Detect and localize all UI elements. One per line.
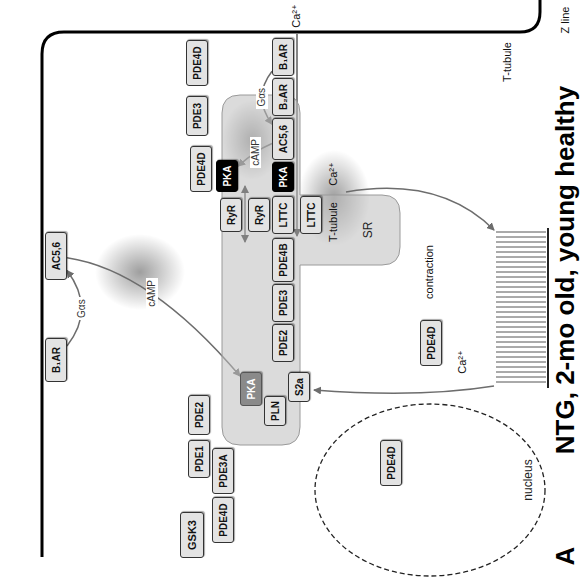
box-label: PDE3 [192, 103, 203, 129]
kinase-box: PKA [272, 162, 294, 192]
box-label: S2a [294, 378, 305, 396]
receptor-box: B₁AR [45, 338, 67, 382]
channel-box: LTTC [272, 196, 294, 234]
pde-box: PDE4D [212, 497, 234, 543]
pde-box: PDE2 [272, 324, 294, 362]
ion-label: Ca²⁺ [456, 350, 469, 374]
box-label: PDE4D [192, 46, 203, 79]
calcium-reuptake-arrow [314, 386, 494, 393]
box-label: PKA [222, 165, 233, 186]
edge-label: cAMP [146, 278, 158, 309]
signal-arrow [67, 258, 240, 376]
box-label: B₂AR [278, 84, 289, 110]
box-label: AC5,6 [51, 242, 62, 270]
pde-box: PDE4D [186, 40, 208, 86]
receptor-box: B₂AR [272, 78, 294, 116]
edge-label: Gαs [256, 86, 268, 109]
box-label: B₁AR [278, 44, 289, 70]
box-label: AC5,6 [278, 125, 289, 153]
box-label: PDE3A [218, 454, 229, 487]
structure-label: Z line [559, 7, 572, 34]
z-line [547, 228, 549, 388]
box-label: B₁AR [51, 347, 62, 373]
box-label: PLN [270, 401, 281, 421]
kinase-box: PKA [216, 160, 238, 192]
box-label: PDE4D [218, 503, 229, 536]
box-label: PDE1 [194, 446, 205, 472]
myofilament-lines [496, 232, 546, 382]
box-label: PDE4D [196, 152, 207, 185]
nucleus-outline [315, 404, 545, 576]
box-label: PDE3 [278, 290, 289, 316]
pump-box: S2a [288, 372, 310, 402]
panel-letter: A [550, 547, 581, 566]
box-label: PDE4D [386, 446, 397, 479]
sr-label: SR [361, 222, 375, 239]
box-label: PDE4B [278, 243, 289, 276]
box-label: LTTC [278, 203, 289, 228]
channel-box: RyR [248, 198, 270, 232]
box-label: PKA [246, 378, 257, 399]
channel-box: RyR [220, 198, 242, 232]
nucleus-shape: nucleus PDE4D [315, 404, 545, 576]
box-label: LTTC [306, 203, 317, 228]
pde-box: PDE3 [272, 284, 294, 322]
kinase-box: PKA [240, 372, 262, 406]
edge-label: Gαs [76, 297, 88, 320]
nuclear-envelope [315, 404, 545, 576]
process-label: contraction [423, 245, 436, 299]
region-label: T-tubule [327, 202, 340, 242]
sarcolemma-line [42, 0, 540, 557]
region-label: T-tubule [501, 42, 514, 82]
protein-box: PLN [264, 396, 286, 426]
box-label: GSK3 [186, 520, 198, 550]
pde-box: PDE3 [186, 96, 208, 136]
enzyme-box: AC5,6 [272, 118, 294, 160]
pde-box: PDE1 [188, 440, 210, 478]
ion-label: Ca²⁺ [327, 162, 340, 186]
kinase-box: GSK3 [180, 512, 204, 558]
box-label: PDE2 [194, 402, 205, 428]
panel-title: NTG, 2-mo old, young healthy [550, 86, 581, 454]
box-label: PKA [278, 166, 289, 187]
pde-box: PDE2 [188, 395, 210, 435]
sr-membrane [222, 95, 400, 445]
box-label: RyR [254, 205, 265, 225]
pde-box: PDE4B [272, 238, 294, 282]
box-label: RyR [226, 205, 237, 225]
camp-cloud [95, 234, 185, 310]
channel-box: LTTC [300, 196, 322, 234]
edge-label: cAMP [250, 137, 262, 168]
pde-box: PDE4D [380, 440, 402, 486]
pde-box: PDE3A [212, 448, 234, 494]
pde-box: PDE4D [420, 320, 442, 366]
nucleus-label: nucleus [521, 459, 535, 500]
ion-label: Ca²⁺ [290, 4, 303, 28]
box-label: PDE4D [426, 326, 437, 359]
receptor-box: B₁AR [272, 38, 294, 76]
enzyme-box: AC5,6 [45, 232, 67, 280]
box-label: PDE2 [278, 330, 289, 356]
pde-box: PDE4D [190, 146, 212, 192]
